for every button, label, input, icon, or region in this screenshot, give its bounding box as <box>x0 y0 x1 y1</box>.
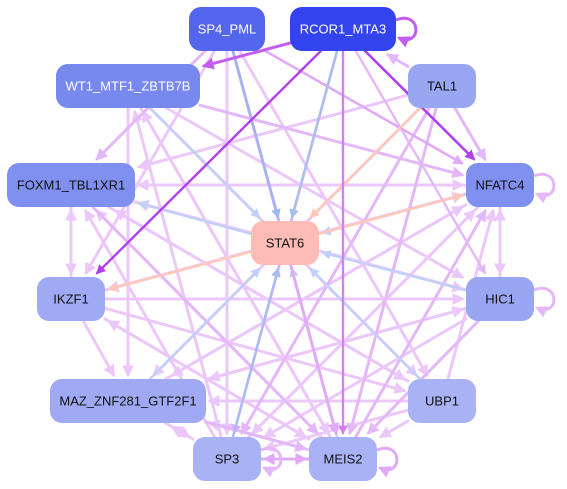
node-box <box>56 64 200 108</box>
node-label: STAT6 <box>266 235 305 250</box>
node-box <box>37 277 105 321</box>
self-loop-meis2 <box>376 446 399 478</box>
edge-ubp1-to-foxm1-tbl1xr1 <box>113 209 410 383</box>
node-wt1-mtf1-zbtb7b[interactable]: WT1_MTF1_ZBTB7B <box>56 64 200 108</box>
edge-wt1-mtf1-zbtb7b-to-hic1 <box>164 106 465 279</box>
node-box <box>193 437 261 481</box>
node-label: MAZ_ZNF281_GTF2F1 <box>59 393 196 408</box>
self-loop-nfatc4 <box>533 172 556 204</box>
edge-sp3-to-maz-znf281-gtf2f1 <box>170 425 195 441</box>
edge-stat6-to-ikzf1 <box>107 250 253 292</box>
node-hic1[interactable]: HIC1 <box>466 277 534 321</box>
edge-sp4-pml-to-ubp1 <box>238 49 429 378</box>
node-box <box>290 7 396 51</box>
node-label: HIC1 <box>485 291 515 306</box>
edge-rcor1-mta3-to-wt1-mtf1-zbtb7b <box>201 41 292 70</box>
node-box <box>251 221 319 265</box>
edge-hic1-to-stat6 <box>321 250 468 292</box>
edge-ubp1-to-stat6 <box>309 267 422 381</box>
edge-rcor1-mta3-to-ikzf1 <box>95 49 322 275</box>
node-label: NFATC4 <box>476 177 525 192</box>
edge-wt1-mtf1-zbtb7b-to-nfatc4 <box>198 103 465 179</box>
edge-stat6-to-foxm1-tbl1xr1 <box>137 200 253 236</box>
node-box <box>309 437 377 481</box>
node-box <box>50 379 206 423</box>
node-label: TAL1 <box>427 78 457 93</box>
node-box <box>408 379 476 423</box>
edge-meis2-to-ikzf1 <box>106 319 311 441</box>
node-box <box>189 7 265 51</box>
edge-meis2-to-nfatc4 <box>354 208 487 439</box>
self-loop-hic1 <box>533 286 556 318</box>
node-rcor1-mta3[interactable]: RCOR1_MTA3 <box>290 7 396 51</box>
edge-sp3-to-nfatc4 <box>247 209 476 439</box>
self-loop-rcor1-mta3 <box>395 16 418 48</box>
edge-meis2-to-wt1-mtf1-zbtb7b <box>141 109 332 439</box>
node-sp4-pml[interactable]: SP4_PML <box>189 7 265 51</box>
edge-ikzf1-to-ubp1 <box>103 306 407 394</box>
edge-ikzf1-to-maz-znf281-gtf2f1 <box>81 319 115 378</box>
edge-stat6-to-nfatc4 <box>317 192 464 236</box>
node-label: SP4_PML <box>198 21 257 36</box>
node-nfatc4[interactable]: NFATC4 <box>466 163 534 207</box>
node-box <box>7 163 135 207</box>
edge-maz-znf281-gtf2f1-to-nfatc4 <box>164 205 465 381</box>
node-sp3[interactable]: SP3 <box>193 437 261 481</box>
node-label: RCOR1_MTA3 <box>300 21 386 36</box>
node-box <box>408 64 476 108</box>
edge-tal1-to-nfatc4 <box>453 106 487 162</box>
node-label: WT1_MTF1_ZBTB7B <box>66 78 191 93</box>
node-meis2[interactable]: MEIS2 <box>309 437 377 481</box>
self-loop-layer <box>260 16 556 478</box>
node-ikzf1[interactable]: IKZF1 <box>37 277 105 321</box>
node-box <box>466 163 534 207</box>
edge-layer <box>65 41 506 465</box>
edge-maz-znf281-gtf2f1-to-meis2 <box>204 420 308 452</box>
node-label: SP3 <box>215 451 240 466</box>
edge-tal1-to-rcor1-mta3 <box>386 53 410 68</box>
edge-tal1-to-sp3 <box>240 106 431 436</box>
edge-sp4-pml-to-stat6 <box>231 49 281 219</box>
edge-foxm1-tbl1xr1-to-meis2 <box>91 205 319 435</box>
edge-ubp1-to-meis2 <box>378 419 410 439</box>
edge-rcor1-mta3-to-stat6 <box>289 49 339 219</box>
node-ubp1[interactable]: UBP1 <box>408 379 476 423</box>
edge-wt1-mtf1-zbtb7b-to-stat6 <box>148 106 261 219</box>
node-label: FOXM1_TBL1XR1 <box>17 177 125 192</box>
edge-sp3-to-wt1-mtf1-zbtb7b <box>131 109 223 439</box>
edge-sp3-to-stat6 <box>231 267 281 439</box>
edge-hic1-to-meis2 <box>366 319 480 435</box>
node-label: MEIS2 <box>323 451 362 466</box>
edge-maz-znf281-gtf2f1-to-hic1 <box>204 306 465 382</box>
node-label: IKZF1 <box>53 291 88 306</box>
node-maz-znf281-gtf2f1[interactable]: MAZ_ZNF281_GTF2F1 <box>50 379 206 423</box>
node-foxm1-tbl1xr1[interactable]: FOXM1_TBL1XR1 <box>7 163 135 207</box>
node-tal1[interactable]: TAL1 <box>408 64 476 108</box>
edge-tal1-to-stat6 <box>309 106 422 219</box>
node-stat6[interactable]: STAT6 <box>251 221 319 265</box>
self-loop-sp3 <box>260 446 283 478</box>
node-label: UBP1 <box>425 393 459 408</box>
edge-maz-znf281-gtf2f1-to-stat6 <box>148 267 261 381</box>
node-box <box>466 277 534 321</box>
edge-sp4-pml-to-nfatc4 <box>263 49 464 165</box>
